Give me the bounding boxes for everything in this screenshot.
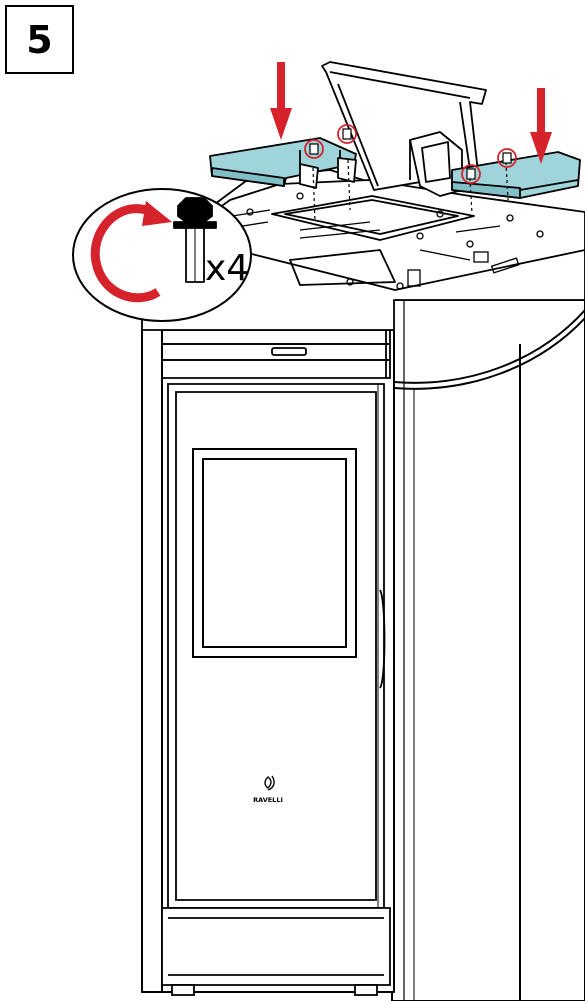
brand-logo-mark [264, 775, 275, 791]
alignment-lines [312, 159, 509, 223]
top-plate-details [219, 192, 544, 290]
hex-bolt-icon [173, 197, 217, 283]
screw-highlight [497, 148, 517, 168]
hopper-opening [271, 195, 475, 241]
step-number-badge: 5 [5, 5, 74, 74]
step-number: 5 [26, 17, 53, 62]
stove-foot [354, 984, 378, 996]
screw-highlight [304, 139, 324, 159]
screw-highlight [461, 164, 481, 184]
stove-foot [171, 984, 195, 996]
door-handle [271, 347, 307, 356]
screw-positions [304, 124, 517, 184]
cover-support-bracket [337, 157, 357, 183]
screw-highlight [337, 124, 357, 144]
stove-side-panel [391, 299, 585, 1001]
down-arrow-icon [270, 62, 292, 140]
viewing-window [192, 448, 357, 658]
stove-base [161, 907, 391, 996]
tighten-callout: x4 [72, 188, 252, 322]
brand-name: RAVELLI [253, 796, 283, 804]
side-curve-band [393, 309, 585, 384]
brand-logo: RAVELLI [253, 775, 283, 804]
right-cover-panel [451, 151, 581, 199]
hopper-lid [321, 61, 487, 197]
down-arrows [270, 62, 552, 164]
quantity-label: x4 [205, 248, 249, 289]
cover-support-bracket [299, 163, 319, 189]
down-arrow-icon [530, 88, 552, 164]
clockwise-rotate-icon [90, 201, 172, 303]
